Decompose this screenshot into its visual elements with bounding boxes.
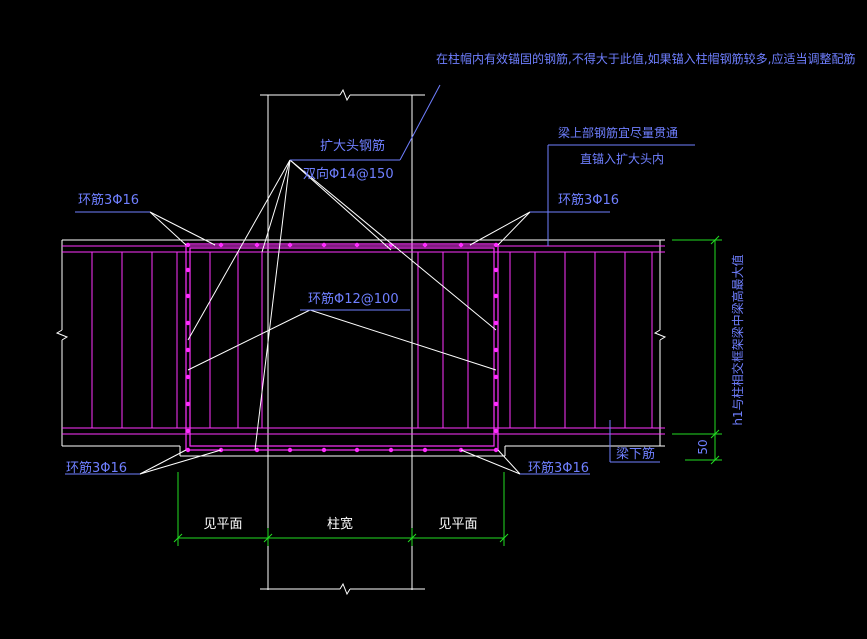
stirrup-label: 环筋Φ12@100 — [308, 291, 399, 307]
ring-top-right-label: 环筋3Φ16 — [558, 192, 619, 208]
dimension-lines — [173, 235, 722, 546]
beam-top-rebar-label-1: 梁上部钢筋宜尽量贯通 — [558, 125, 678, 140]
note-top: 在柱帽内有效锚固的钢筋,不得大于此值,如果锚入柱帽钢筋较多,应适当调整配筋 — [436, 51, 855, 66]
dim-center-label: 柱宽 — [327, 516, 353, 532]
head-ring-rebar — [185, 243, 499, 451]
ring-bottom-right-label: 环筋3Φ16 — [528, 460, 589, 476]
h1-note-label: h1与柱相交框架梁中梁高最大值 — [730, 254, 745, 425]
dim-50-label: 50 — [696, 439, 710, 454]
stirrups — [91, 252, 653, 428]
beam-top-rebar-label-2: 直锚入扩大头内 — [580, 151, 664, 166]
dim-right-label: 见平面 — [438, 517, 477, 532]
ring-top-left-label: 环筋3Φ16 — [78, 192, 139, 208]
rebar-dots — [185, 242, 499, 453]
leader-lines — [139, 159, 531, 475]
beam-outline — [55, 239, 667, 457]
beam-bottom-rebar-label: 梁下筋 — [616, 446, 655, 462]
ring-bottom-left-label: 环筋3Φ16 — [66, 460, 127, 476]
annotation-lines — [65, 84, 695, 475]
bidirectional-rebar-label: 双向Φ14@150 — [303, 166, 394, 182]
dim-left-label: 见平面 — [203, 517, 242, 532]
enlarged-head-rebar-label: 扩大头钢筋 — [320, 138, 385, 154]
